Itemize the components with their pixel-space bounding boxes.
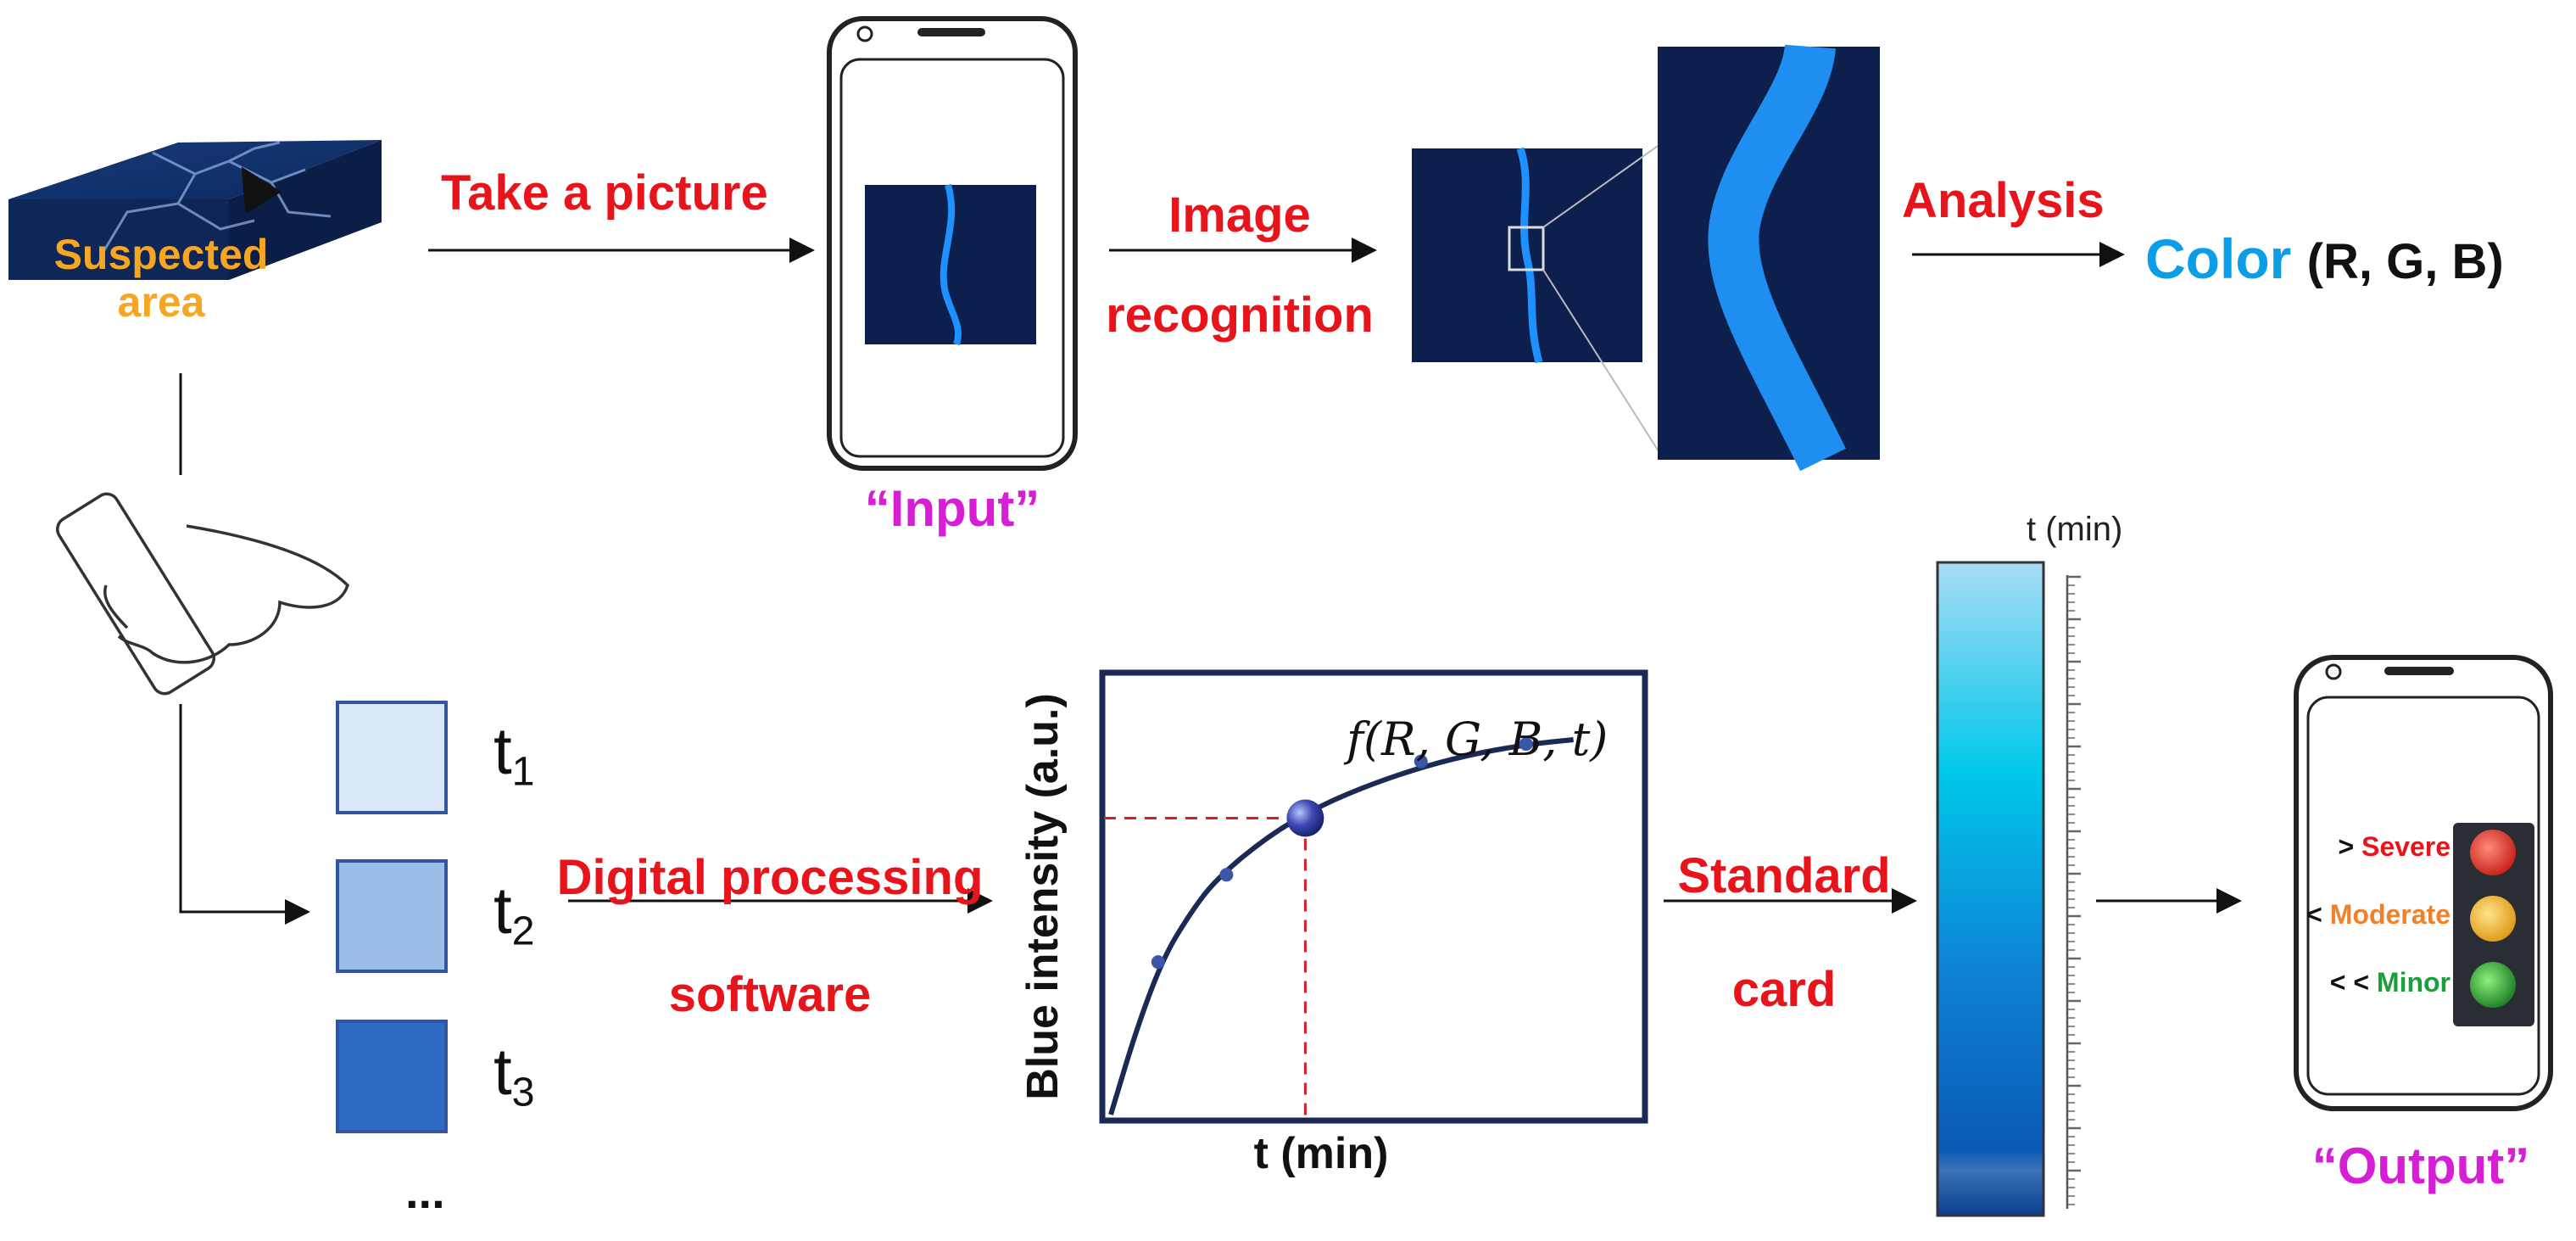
chart-point-5 [1519,737,1533,752]
traffic-light-red-icon [2470,830,2516,875]
image-recognition-line-1: Image [1168,187,1311,243]
output-label: “Output” [2311,1138,2530,1194]
standard-card-label: Standard card [1677,819,1890,1047]
color-rgb-label: Color (R, G, B) [2145,226,2504,291]
chart-highlight-point [1286,799,1324,837]
card-unit-label: t (min) [2027,511,2123,548]
severity-moderate: < Moderate [2306,899,2451,930]
output-phone [2294,655,2553,1111]
sample-squares [336,701,448,1133]
color-word: Color [2145,227,2292,290]
suspected-area-slab [8,140,382,280]
sample-square-3 [336,1020,448,1133]
digital-processing-line-1: Digital processing [556,850,984,905]
input-phone [827,16,1078,471]
traffic-light-amber-icon [2470,896,2516,942]
chart-point-2 [1219,868,1234,882]
severity-minor: < < Minor [2329,967,2451,998]
suspected-line-2: area [117,278,205,326]
chart-points [1151,737,1533,970]
standard-card-ticks [2067,575,2081,1205]
suspected-area-label: Suspected area [54,231,269,326]
chart-formula: f(R, G, B, t) [1347,713,1609,766]
digital-processing-line-2: software [668,967,872,1022]
chart [1099,669,1648,1124]
image-recognition-line-2: recognition [1106,288,1374,343]
chart-point-1 [1151,955,1165,970]
sample-square-1 [336,701,448,814]
analysis-label: Analysis [1902,173,2105,228]
take-picture-label: Take a picture [441,165,768,221]
image-recognition-label: Image recognition [1106,165,1374,366]
suspected-line-1: Suspected [53,231,269,278]
hand-phone-illustration [56,492,350,696]
sample-label-3: t3 [493,1034,535,1115]
standard-card-line-1: Standard [1677,848,1891,903]
sample-label-1: t1 [493,713,535,795]
chart-frame [1099,669,1648,1124]
sample-square-2 [336,859,448,973]
chart-point-4 [1413,754,1428,769]
connectors [179,238,2242,925]
standard-card-line-2: card [1731,962,1837,1017]
sample-label-2: t2 [493,873,535,954]
traffic-light-green-icon [2470,962,2516,1008]
input-label: “Input” [864,480,1040,537]
digital-processing-label: Digital processing software [557,819,984,1054]
rgb-text: (R, G, B) [2306,234,2504,289]
ellipsis: ... [405,1165,445,1218]
severity-severe: > Severe [2338,831,2451,862]
chart-x-axis-label: t (min) [1253,1129,1389,1178]
standard-card [1936,561,2081,1217]
chart-y-axis-label: Blue intensity (a.u.) [1018,693,1068,1100]
recognized-image [1412,42,1880,472]
